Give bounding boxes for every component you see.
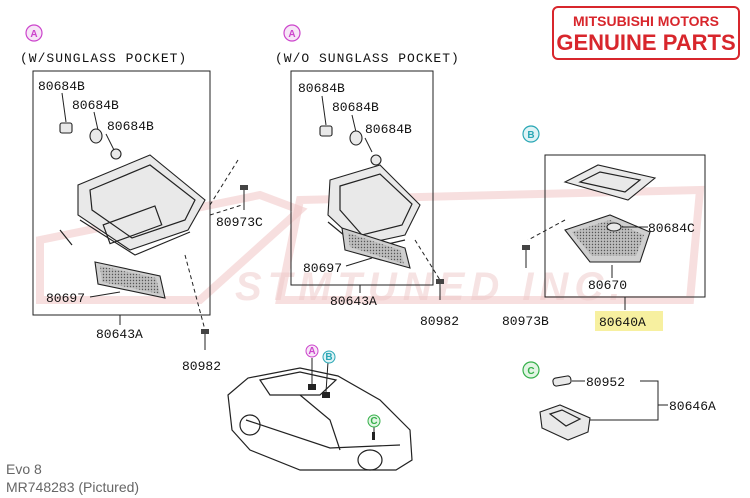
b-bulb-label: 80684C	[648, 221, 695, 236]
group-a1-frame	[32, 70, 211, 316]
c-assy-label: 80646A	[669, 399, 716, 414]
car-marker-c: C	[367, 414, 381, 428]
c-festoon-bulb-icon	[552, 375, 572, 387]
a1-assy-label: 80643A	[96, 327, 143, 342]
a2-screw-icon	[436, 279, 444, 300]
a2-bulb-label-3: 80684B	[365, 122, 412, 137]
group-a2-frame	[290, 70, 434, 286]
svg-text:C: C	[527, 366, 534, 377]
b-lens-label: 80670	[588, 278, 627, 293]
b-bulb-icon	[606, 222, 622, 232]
svg-text:B: B	[325, 352, 332, 363]
a2-bulb-label-1: 80684B	[298, 81, 345, 96]
marker-b: B	[522, 125, 540, 143]
a1-screw-icon	[240, 185, 248, 210]
a1-screw2-label: 80982	[182, 359, 221, 374]
brand-line-1: MITSUBISHI MOTORS	[573, 13, 719, 29]
brand-line-2: GENUINE PARTS	[556, 30, 736, 55]
a2-bulb-icons	[319, 95, 382, 166]
marker-a-2: A	[283, 24, 301, 42]
a1-bulb-wedge-icon	[59, 92, 122, 160]
a2-bulb-label-2: 80684B	[332, 100, 379, 115]
a1-screw2-icon	[201, 329, 209, 350]
b-assy-highlight	[595, 311, 663, 331]
b-screw-label: 80973B	[502, 314, 549, 329]
group-a1-header: (W/SUNGLASS POCKET)	[20, 51, 187, 66]
stm-watermark: STMTUNED INC.	[36, 185, 705, 309]
watermark-text: STMTUNED INC.	[235, 265, 626, 309]
svg-text:A: A	[308, 346, 315, 357]
a2-lens-label: 80697	[303, 261, 342, 276]
genuine-parts-logo: MITSUBISHI MOTORS GENUINE PARTS	[552, 6, 740, 60]
b-screw-icon	[522, 245, 530, 268]
a1-bulb-label-2: 80684B	[72, 98, 119, 113]
car-marker-b: B	[322, 350, 336, 364]
c-lamp-housing-icon	[539, 404, 591, 441]
a1-screw-label: 80973C	[216, 215, 263, 230]
a1-lens-label: 80697	[46, 291, 85, 306]
b-lamp-bezel-icon	[563, 164, 657, 201]
footer: Evo 8 MR748283 (Pictured)	[6, 460, 139, 496]
a1-bulb-label-1: 80684B	[38, 79, 85, 94]
a2-screw-label: 80982	[420, 314, 459, 329]
a1-lens-icon	[94, 261, 166, 299]
a1-map-lamp-housing-icon	[59, 154, 206, 256]
marker-c: C	[522, 361, 540, 379]
car-locator-icon	[227, 358, 413, 471]
c-bulb-label: 80952	[586, 375, 625, 390]
svg-text:B: B	[527, 130, 534, 141]
car-marker-a: A	[305, 344, 319, 358]
b-lens-icon	[564, 214, 651, 263]
svg-text:A: A	[30, 29, 37, 40]
footer-model: Evo 8	[6, 461, 42, 477]
svg-text:A: A	[288, 29, 295, 40]
svg-text:C: C	[370, 416, 377, 427]
a2-map-lamp-housing-icon	[327, 164, 421, 251]
b-assy-label: 80640A	[599, 315, 646, 330]
marker-a-1: A	[25, 24, 43, 42]
a2-assy-label: 80643A	[330, 294, 377, 309]
a1-bulb-label-3: 80684B	[107, 119, 154, 134]
group-a2-header: (W/O SUNGLASS POCKET)	[275, 51, 460, 66]
a2-lens-icon	[341, 227, 411, 269]
footer-part: MR748283 (Pictured)	[6, 479, 140, 495]
